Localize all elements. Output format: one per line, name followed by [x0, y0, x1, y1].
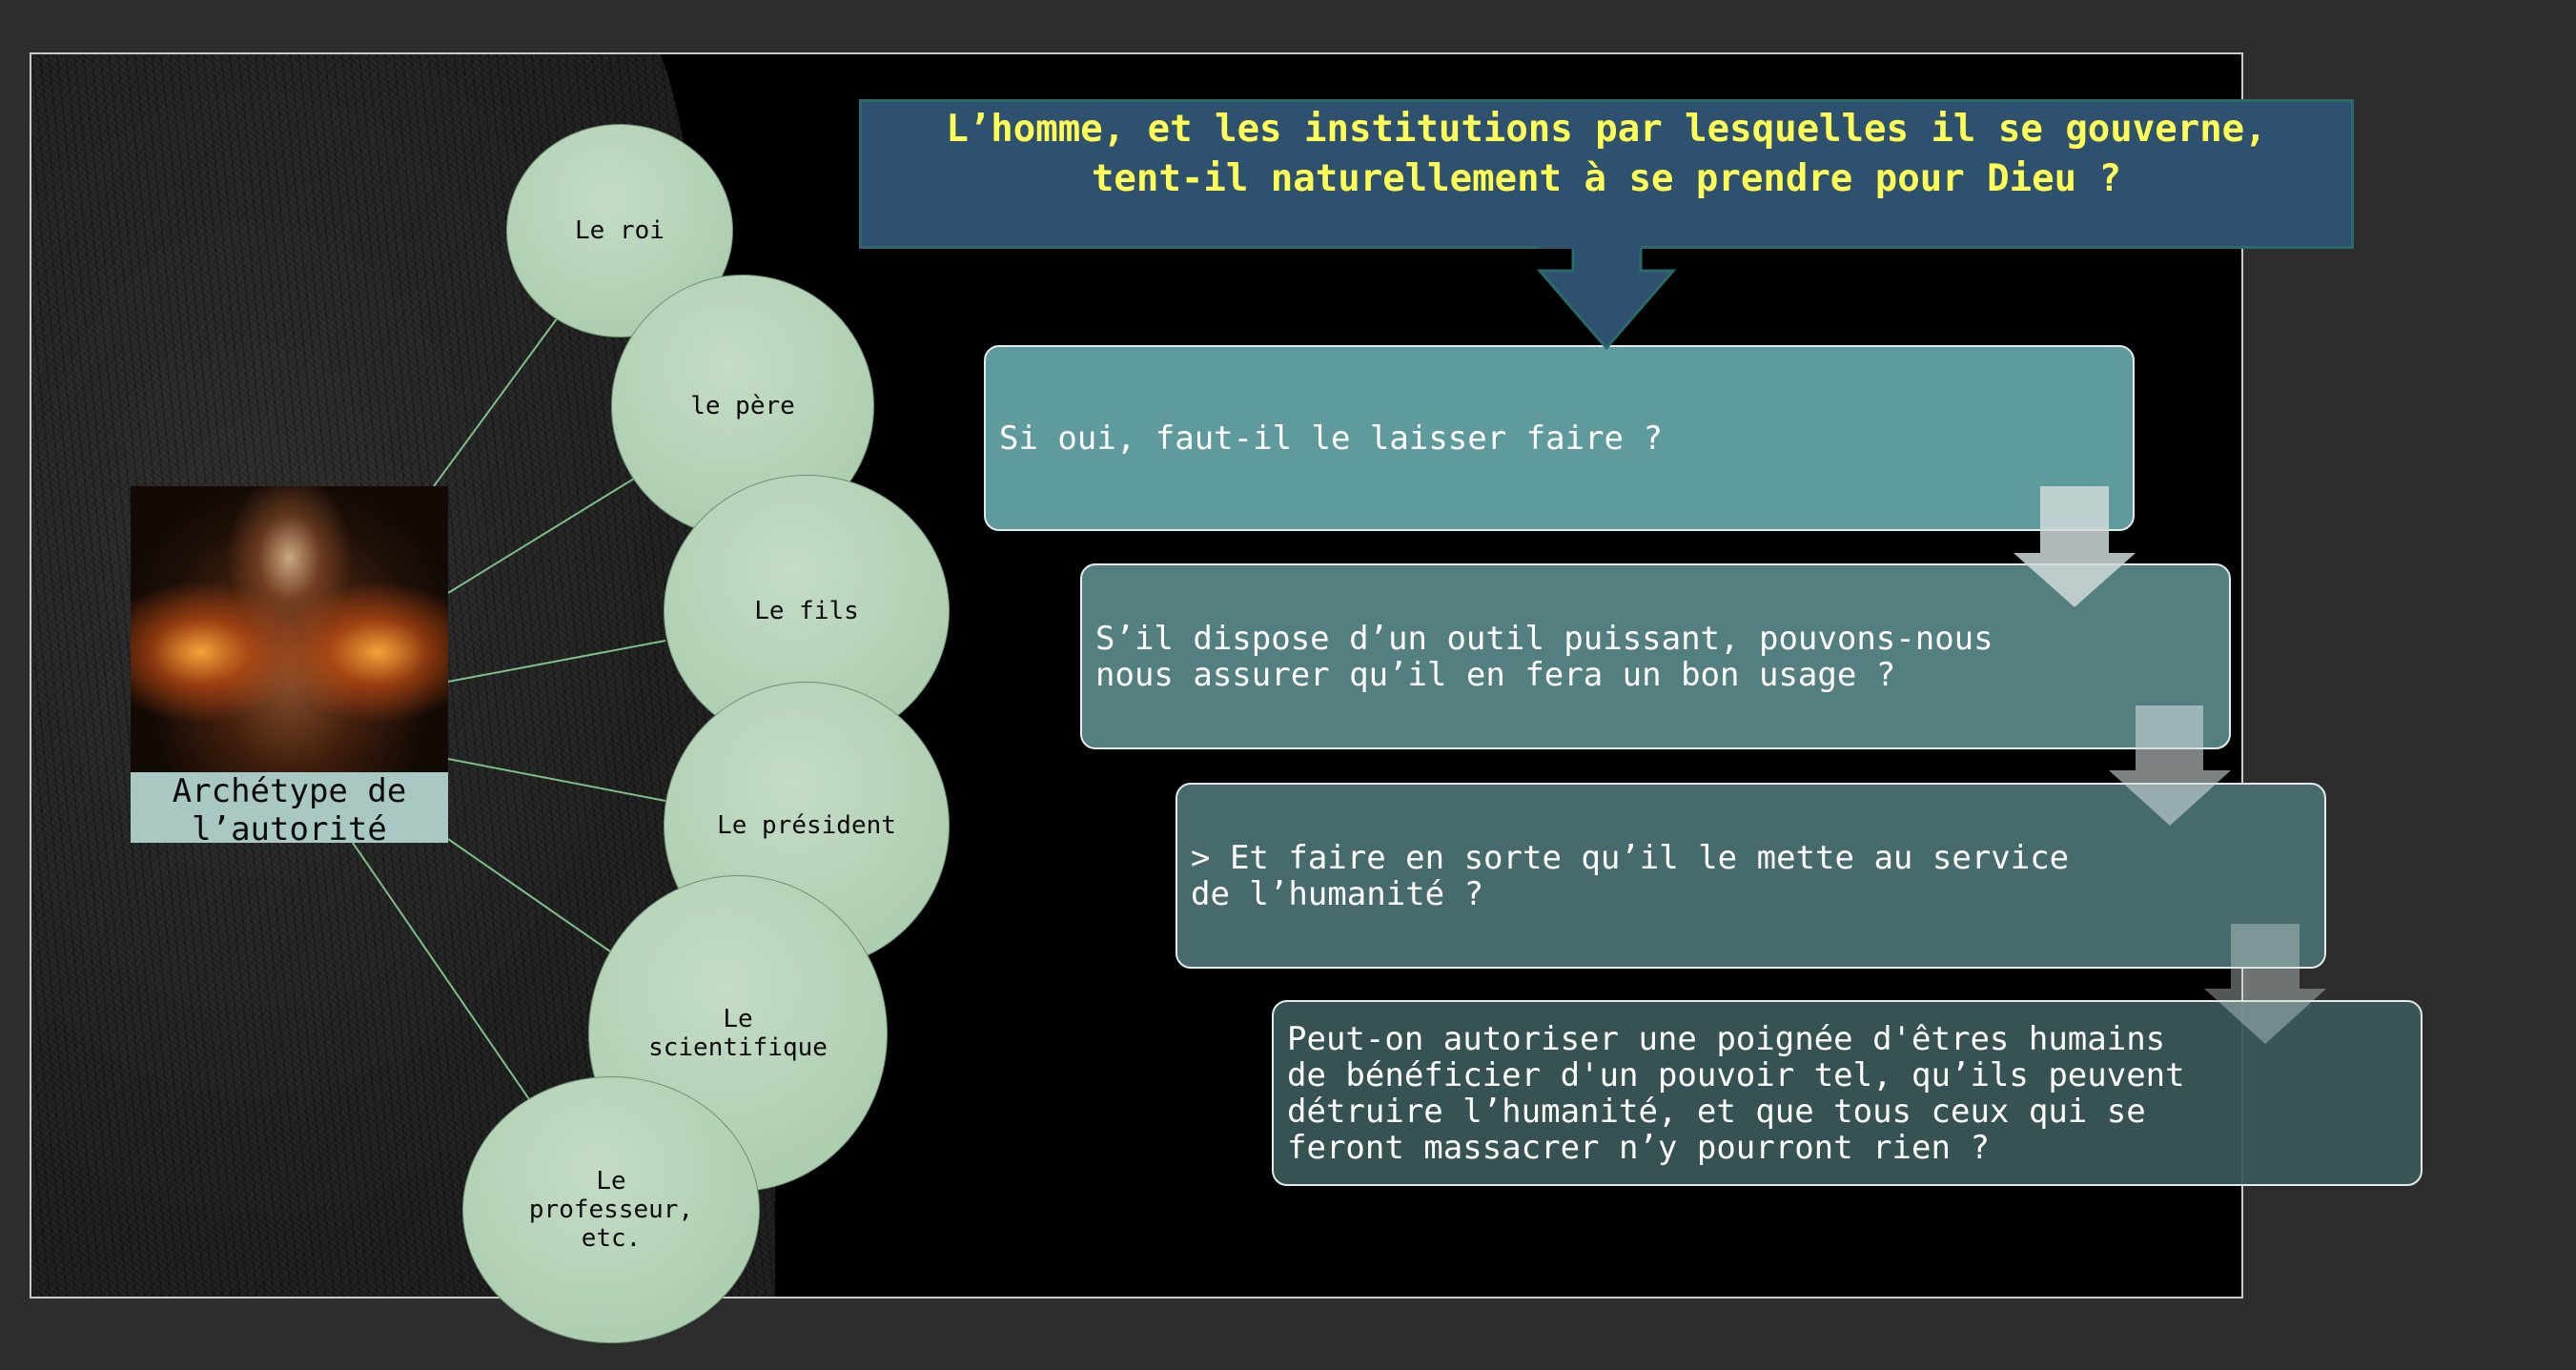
archetype-label: Archétype de l’autorité: [131, 772, 448, 843]
connector-le-fils: [447, 640, 666, 683]
step-2-text: S’il dispose d’un outil puissant, pouvon…: [1095, 619, 1993, 694]
connector-le-president: [447, 758, 666, 802]
step-3-box: > Et faire en sorte qu’il le mette au se…: [1176, 783, 2326, 969]
step-2-box: S’il dispose d’un outil puissant, pouvon…: [1080, 563, 2231, 749]
step-1-text: Si oui, faut-il le laisser faire ?: [999, 419, 1663, 458]
archetype-node: Archétype de l’autorité: [131, 486, 448, 843]
step-1-box: Si oui, faut-il le laisser faire ?: [984, 345, 2135, 531]
connector-le-scientifique: [447, 838, 611, 952]
branch-le-professeur: Le professeur, etc.: [462, 1076, 760, 1343]
fire-figure-image: [131, 486, 448, 772]
connector-le-pere: [447, 478, 635, 594]
connector-le-roi: [433, 317, 559, 487]
step-4-box: Peut-on autoriser une poignée d'êtres hu…: [1272, 1000, 2423, 1186]
main-question-callout: L’homme, et les institutions par lesquel…: [859, 99, 2354, 249]
connector-le-professeur: [352, 842, 530, 1100]
step-3-text: > Et faire en sorte qu’il le mette au se…: [1191, 838, 2070, 913]
step-4-text: Peut-on autoriser une poignée d'êtres hu…: [1287, 1019, 2185, 1167]
